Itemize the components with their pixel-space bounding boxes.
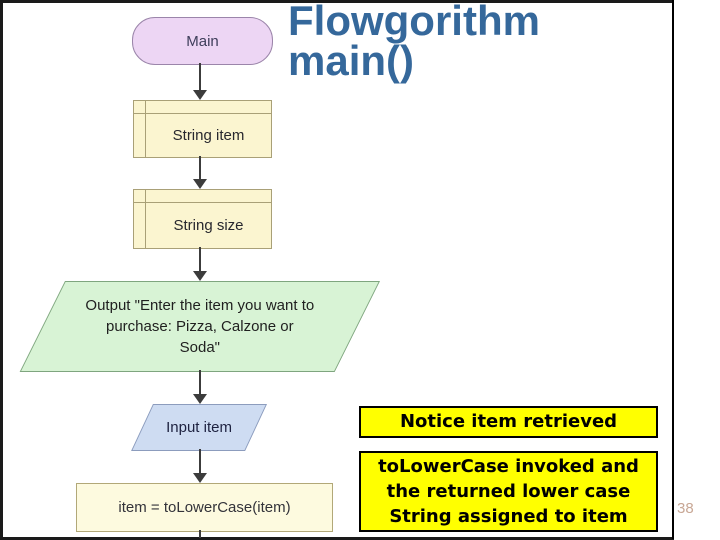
terminal-main-label: Main [186, 32, 219, 50]
content-divider-line [672, 0, 674, 539]
flow-arrow-line [199, 156, 201, 180]
assign-statement-label: item = toLowerCase(item) [118, 499, 291, 516]
assign-statement-box: item = toLowerCase(item) [76, 483, 333, 532]
input-statement-label: Input item [166, 419, 232, 436]
declare-size-label: String size [173, 217, 244, 234]
output-statement-label: Output "Enter the item you want to purch… [85, 297, 315, 356]
flow-arrowhead-icon [193, 179, 207, 189]
flow-arrow-line [199, 370, 201, 395]
flow-arrow-line [199, 63, 201, 91]
declare-item-label: String item [172, 127, 245, 144]
page-number: 38 [677, 500, 694, 517]
annotation-note-2: toLowerCase invoked and the returned low… [359, 451, 658, 532]
declare-divider-vertical [145, 101, 146, 157]
input-parallelogram: Input item [131, 404, 267, 451]
declare-divider-horizontal [134, 113, 271, 114]
slide-border-bottom [0, 537, 674, 540]
flow-arrow-line [199, 449, 201, 474]
flow-arrowhead-icon [193, 473, 207, 483]
slide-border-left [0, 0, 3, 540]
slide-border-top [0, 0, 674, 3]
declare-divider-vertical [145, 190, 146, 248]
flow-arrowhead-icon [193, 271, 207, 281]
title-line-1: Flowgorithm [288, 0, 540, 44]
output-parallelogram: Output "Enter the item you want to purch… [19, 281, 380, 372]
flow-arrow-line [199, 247, 201, 272]
declare-item-box: String item [133, 100, 272, 158]
flow-arrow-line [199, 530, 201, 538]
flow-arrowhead-icon [193, 90, 207, 100]
terminal-main-shape: Main [132, 17, 273, 65]
annotation-note-1: Notice item retrieved [359, 406, 658, 438]
declare-size-box: String size [133, 189, 272, 249]
title-line-2: main() [288, 37, 414, 84]
declare-divider-horizontal [134, 202, 271, 203]
flow-arrowhead-icon [193, 394, 207, 404]
